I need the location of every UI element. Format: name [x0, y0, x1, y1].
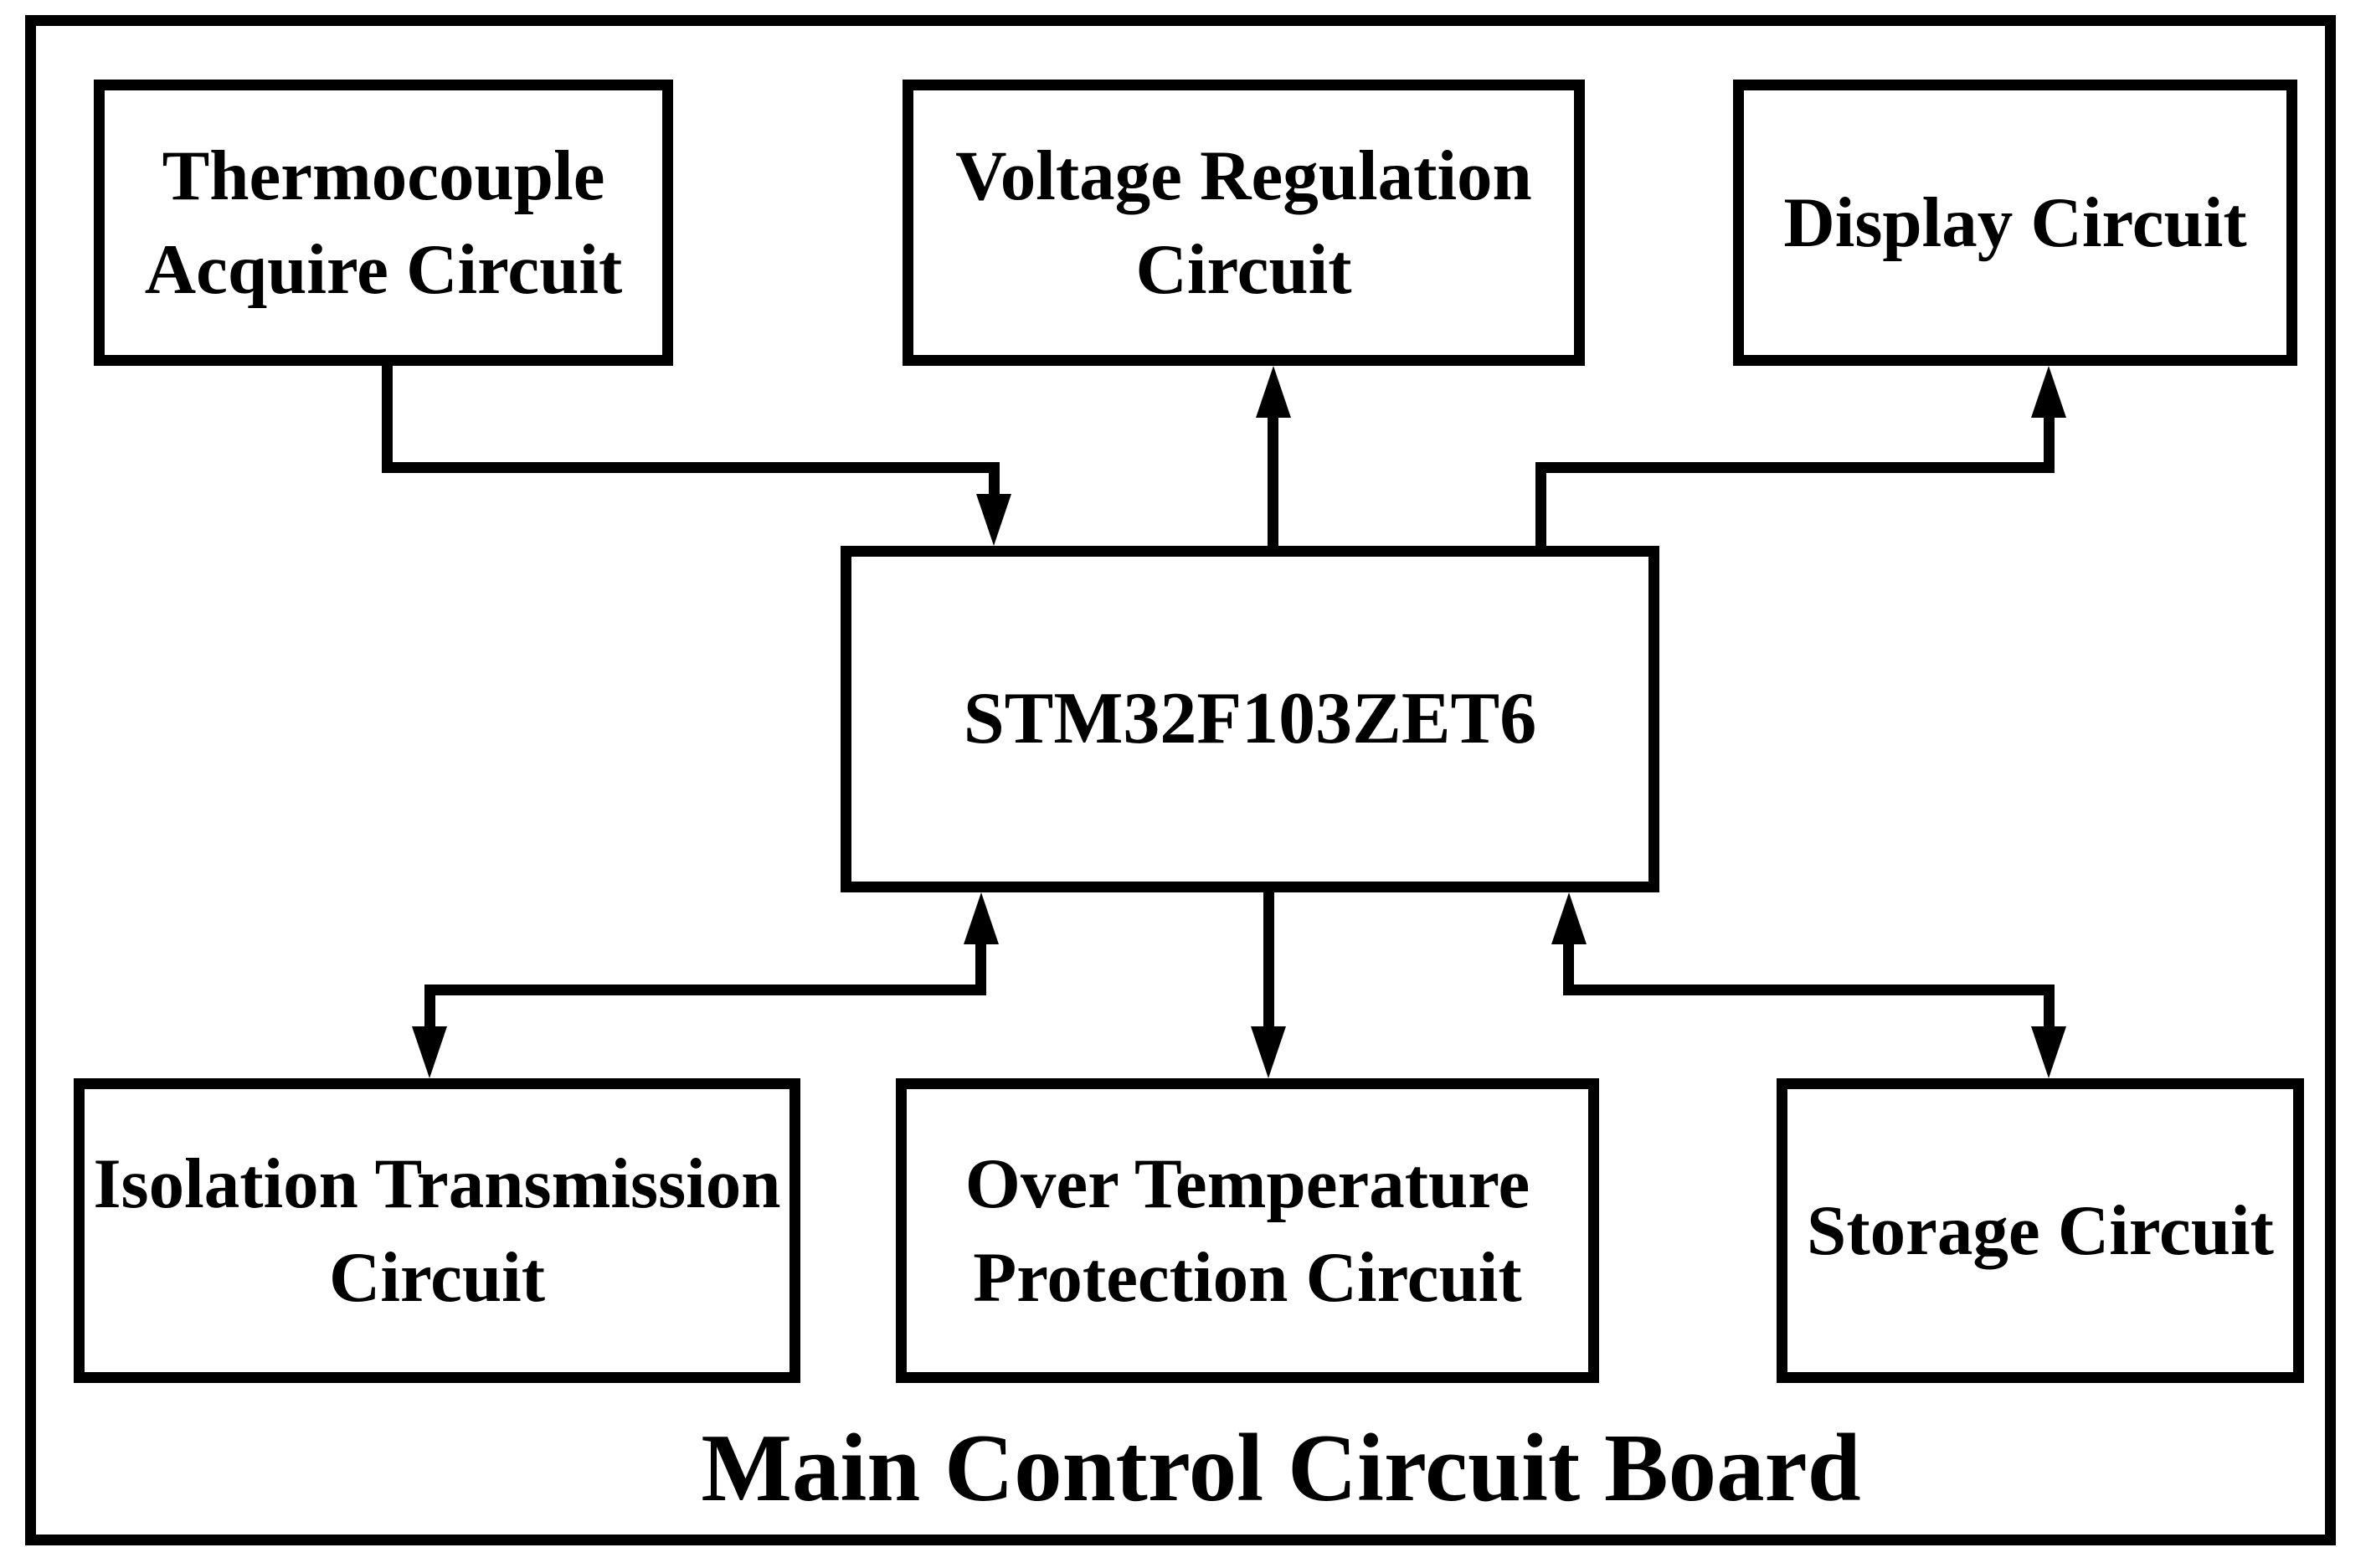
node-voltage-regulation-circuit: Voltage Regulation Circuit: [903, 80, 1585, 366]
edge-stm32-to-display-segment: [1535, 462, 1546, 546]
node-label: Over Temperature: [964, 1144, 1530, 1223]
arrowhead-up-icon: [2031, 366, 2066, 418]
arrowhead-down-icon: [1251, 1026, 1286, 1078]
edge-stm32-to-display-segment: [1535, 462, 2055, 473]
node-label: STM32F103ZET6: [963, 677, 1537, 759]
arrowhead-up-icon: [964, 892, 999, 944]
node-label: Storage Circuit: [1807, 1190, 2274, 1270]
node-stm32f103zet6: STM32F103ZET6: [841, 546, 1659, 892]
arrowhead-down-icon: [2031, 1026, 2066, 1078]
edge-stm32-isolation-segment: [424, 984, 986, 995]
main-board-outline: [25, 15, 2336, 1545]
edge-stm32-storage-segment: [2044, 995, 2055, 1033]
node-thermocouple-acquire-circuit: Thermocouple Acquire Circuit: [94, 80, 673, 366]
node-label: Isolation Transmission: [93, 1144, 781, 1223]
edge-stm32-isolation-segment: [424, 995, 435, 1033]
edge-thermocouple-to-stm32-segment: [989, 462, 1000, 502]
node-label: Acquire Circuit: [144, 230, 623, 309]
arrowhead-up-icon: [1256, 366, 1291, 418]
edge-stm32-storage-segment: [1563, 941, 1574, 995]
arrowhead-down-icon: [412, 1026, 447, 1078]
edge-stm32-to-display-segment: [2044, 414, 2055, 473]
node-label: Circuit: [1135, 230, 1352, 309]
node-label: Circuit: [328, 1238, 546, 1317]
node-over-temperature-protection-circuit: Over Temperature Protection Circuit: [896, 1078, 1599, 1383]
node-storage-circuit: Storage Circuit: [1777, 1078, 2304, 1383]
edge-stm32-to-overtemp-segment: [1263, 892, 1274, 1029]
edge-thermocouple-to-stm32-segment: [382, 462, 1000, 473]
edge-stm32-isolation-segment: [975, 941, 986, 995]
edge-stm32-storage-segment: [1563, 984, 2055, 995]
node-label: Voltage Regulation: [955, 136, 1532, 215]
node-label: Thermocouple: [162, 136, 605, 215]
arrowhead-down-icon: [976, 494, 1011, 546]
node-label: Display Circuit: [1783, 183, 2247, 262]
board-title: Main Control Circuit Board: [701, 1415, 1861, 1521]
node-display-circuit: Display Circuit: [1733, 80, 2297, 366]
node-isolation-transmission-circuit: Isolation Transmission Circuit: [74, 1078, 800, 1383]
edge-thermocouple-to-stm32-segment: [382, 366, 393, 473]
arrowhead-up-icon: [1551, 892, 1587, 944]
edge-stm32-to-voltage-segment: [1268, 414, 1278, 546]
node-label: Protection Circuit: [973, 1238, 1522, 1317]
